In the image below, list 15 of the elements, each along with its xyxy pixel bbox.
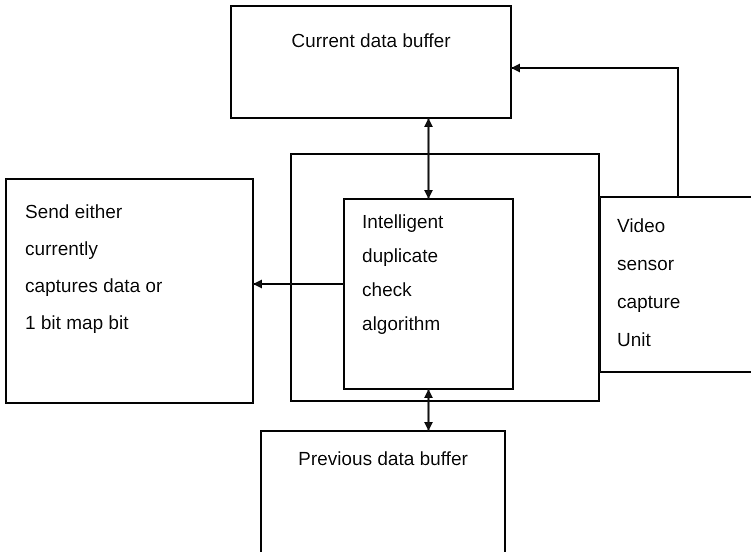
box-label: Current data buffer xyxy=(290,30,452,54)
arrow xyxy=(424,389,433,431)
arrow xyxy=(253,280,343,288)
container-box xyxy=(290,153,600,402)
box-label: Video sensor capture Unit xyxy=(617,215,682,353)
box-label: Send either currently captures data or 1 bit map bit xyxy=(25,201,164,336)
process-box xyxy=(343,198,514,390)
box-label: Intelligent duplicate check algorithm xyxy=(362,211,444,337)
process-box xyxy=(599,196,751,373)
process-box xyxy=(5,178,254,404)
process-box xyxy=(260,430,506,552)
box-label: Previous data buffer xyxy=(297,448,469,472)
arrow xyxy=(424,118,433,199)
process-box xyxy=(230,5,512,119)
arrow xyxy=(511,64,679,196)
